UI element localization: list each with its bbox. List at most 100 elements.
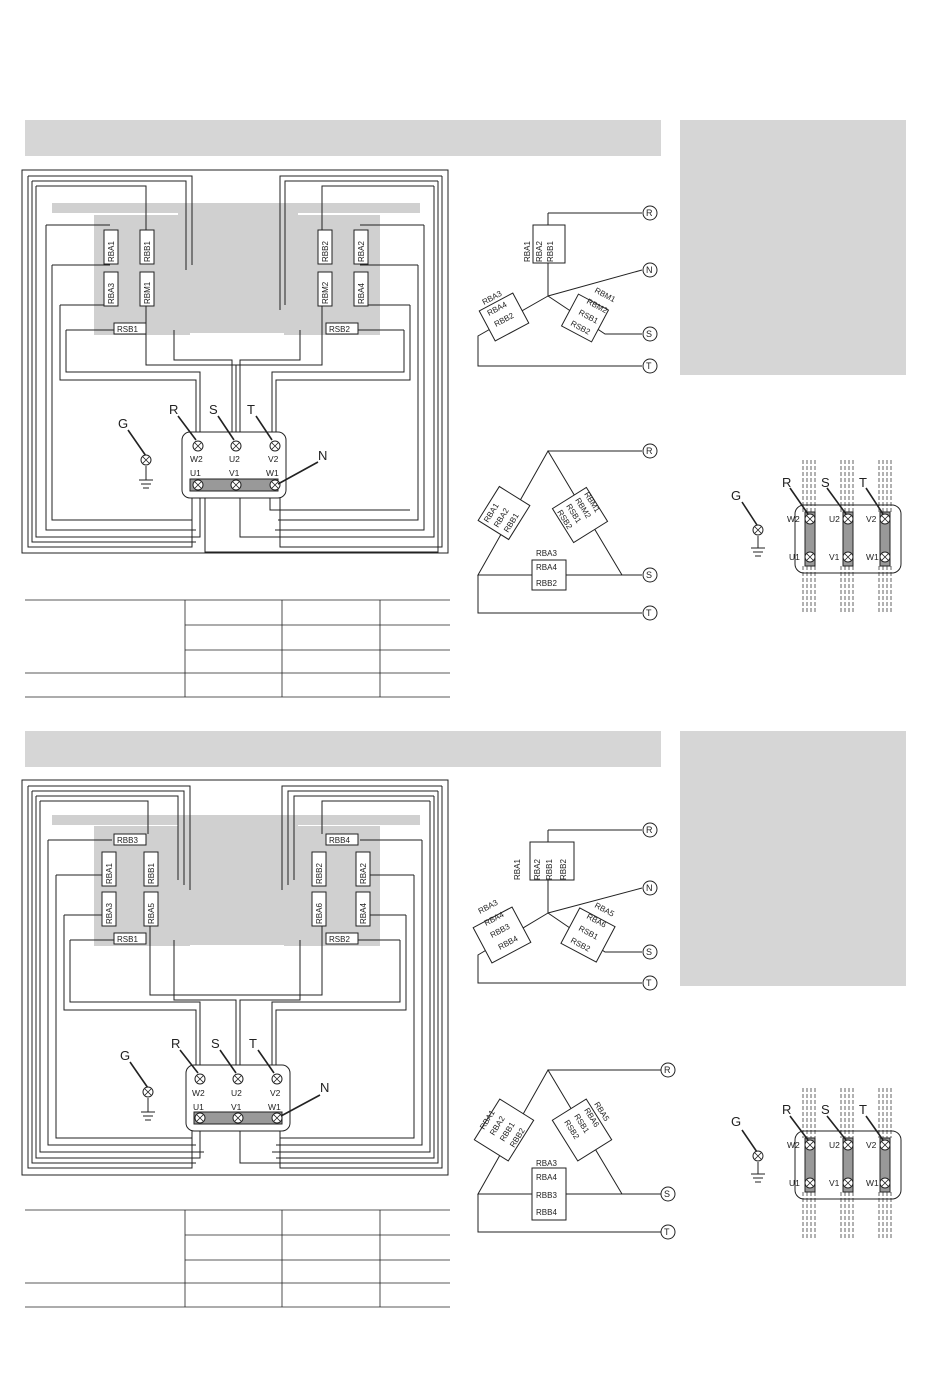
section1-side-panel	[680, 120, 906, 375]
section1-terminal-block: W2 U2 V2 U1 V1 W1 G R S T N	[118, 402, 327, 499]
svg-text:RBA2: RBA2	[533, 859, 542, 880]
svg-text:RBA2: RBA2	[359, 863, 368, 884]
svg-text:T: T	[646, 978, 652, 988]
phase-label: T	[247, 402, 255, 417]
svg-text:S: S	[821, 475, 830, 490]
svg-text:R: R	[782, 475, 791, 490]
section2-terminal-block: W2 U2 V2 U1 V1 W1 G R S T N	[120, 1036, 329, 1132]
phase-label: S	[209, 402, 218, 417]
svg-text:S: S	[211, 1036, 220, 1051]
terminal-label: U2	[229, 454, 240, 464]
svg-text:S: S	[821, 1102, 830, 1117]
svg-text:V1: V1	[829, 1178, 840, 1188]
svg-text:U2: U2	[231, 1088, 242, 1098]
section2-delta-schematic	[473, 1069, 662, 1233]
svg-text:RBA3: RBA3	[105, 903, 114, 924]
section1-star-circles: R N S T	[642, 205, 658, 374]
terminal-label: U1	[190, 468, 201, 478]
star-label: RBA2	[535, 241, 544, 262]
heater-label: RBB1	[143, 241, 152, 262]
section2-table	[25, 1209, 450, 1308]
svg-text:RBB4: RBB4	[329, 836, 350, 845]
svg-text:T: T	[859, 475, 867, 490]
heater-label: RBA1	[107, 241, 116, 262]
svg-text:S: S	[664, 1189, 670, 1199]
section1-delta-circles: R S T	[642, 443, 658, 621]
svg-text:RBA1: RBA1	[513, 859, 522, 880]
heater-label: RBA2	[357, 241, 366, 262]
section2-header-band	[25, 731, 661, 767]
heater-label: RBA3	[107, 283, 116, 304]
section2-star-schematic	[472, 829, 643, 984]
svg-text:U2: U2	[829, 514, 840, 524]
section2-small-terminal: W2 U2 V2 U1 V1 W1 G R S T	[731, 1088, 902, 1238]
svg-text:R: R	[171, 1036, 180, 1051]
section1-small-terminal: W2 U2 V2 U1 V1 W1 G R S T	[731, 460, 902, 612]
heater-label: RBM1	[143, 281, 152, 304]
svg-text:RBA1: RBA1	[105, 863, 114, 884]
svg-text:N: N	[320, 1080, 329, 1095]
svg-text:S: S	[646, 947, 652, 957]
star-label: RBB1	[546, 241, 555, 262]
terminal-label: W1	[266, 468, 279, 478]
svg-text:R: R	[646, 825, 653, 835]
svg-text:U1: U1	[789, 1178, 800, 1188]
svg-text:RBB1: RBB1	[545, 859, 554, 880]
svg-text:RBB2: RBB2	[315, 863, 324, 884]
section2-heater-boxes: RBB3 RBA1 RBB1 RBA3 RBA5 RBB4 RBB2 RBA2 …	[101, 833, 371, 945]
section1-table	[25, 599, 450, 698]
svg-text:RBB3: RBB3	[536, 1191, 557, 1200]
section1-delta-schematic	[477, 450, 642, 614]
section2-delta-circles: R S T	[660, 1062, 676, 1240]
svg-text:V2: V2	[866, 514, 877, 524]
svg-text:RBA6: RBA6	[315, 903, 324, 924]
svg-text:RBA4: RBA4	[536, 563, 557, 572]
svg-text:RSB1: RSB1	[117, 935, 138, 944]
svg-text:W1: W1	[268, 1102, 281, 1112]
svg-text:S: S	[646, 329, 652, 339]
svg-text:R: R	[664, 1065, 671, 1075]
svg-text:R: R	[782, 1102, 791, 1117]
svg-text:V1: V1	[231, 1102, 242, 1112]
svg-text:N: N	[646, 883, 653, 893]
svg-text:G: G	[120, 1048, 130, 1063]
svg-text:RBA4: RBA4	[359, 903, 368, 924]
svg-text:RBA3: RBA3	[536, 1159, 557, 1168]
svg-text:W2: W2	[192, 1088, 205, 1098]
svg-text:V2: V2	[270, 1088, 281, 1098]
svg-text:RSB2: RSB2	[329, 935, 350, 944]
svg-text:RBA3: RBA3	[536, 549, 557, 558]
terminal-label: W2	[190, 454, 203, 464]
svg-text:V1: V1	[829, 552, 840, 562]
svg-text:G: G	[731, 488, 741, 503]
svg-text:W1: W1	[866, 1178, 879, 1188]
svg-text:T: T	[646, 361, 652, 371]
svg-text:W2: W2	[787, 514, 800, 524]
svg-text:RBA4: RBA4	[536, 1173, 557, 1182]
phase-label: N	[318, 448, 327, 463]
svg-text:RBB2: RBB2	[536, 579, 557, 588]
svg-text:RBB3: RBB3	[117, 836, 138, 845]
svg-text:T: T	[249, 1036, 257, 1051]
svg-text:RBB2: RBB2	[559, 859, 568, 880]
heater-label: RBA4	[357, 283, 366, 304]
svg-text:R: R	[646, 208, 653, 218]
phase-label: R	[169, 402, 178, 417]
svg-text:W1: W1	[866, 552, 879, 562]
star-label: RBA1	[523, 241, 532, 262]
heater-label: RBB2	[321, 241, 330, 262]
svg-text:G: G	[731, 1114, 741, 1129]
sensor-label: RSB1	[117, 325, 138, 334]
section1-star-schematic	[477, 212, 643, 367]
terminal-label: V1	[229, 468, 240, 478]
svg-text:RBA5: RBA5	[147, 903, 156, 924]
section1-header-band	[25, 120, 661, 156]
svg-text:W2: W2	[787, 1140, 800, 1150]
terminal-label: V2	[268, 454, 279, 464]
phase-label: G	[118, 416, 128, 431]
svg-text:T: T	[646, 608, 652, 618]
svg-text:V2: V2	[866, 1140, 877, 1150]
section1-star-labels: RBA1 RBA2 RBB1 RBA3 RBA4 RBB2 RBM1 RBM2 …	[481, 241, 618, 337]
svg-text:N: N	[646, 265, 653, 275]
